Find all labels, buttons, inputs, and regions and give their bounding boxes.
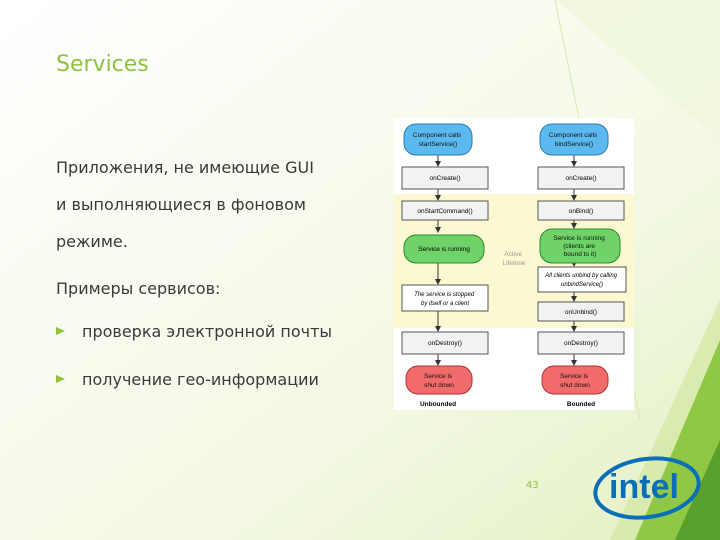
on-start-command-node bbox=[401, 200, 489, 221]
svg-text:Component calls bindServic: Component calls bindService() bbox=[549, 132, 599, 148]
svg-text:Service is running (client: Service is running (clients are bound to… bbox=[553, 235, 606, 258]
shut-down-line-2-unbounded: shut down bbox=[424, 382, 454, 389]
start-service-node bbox=[403, 123, 473, 156]
service-stopped-line-2: by itself or a client bbox=[421, 301, 469, 307]
unbind-all-node bbox=[537, 266, 627, 293]
svg-text:All clients unbind by calling: All clients unbind by calling unbindServ… bbox=[544, 273, 618, 288]
flow-arrows bbox=[435, 155, 577, 366]
unbounded-label: Unbounded bbox=[420, 401, 456, 408]
on-destroy-node-bounded bbox=[537, 331, 625, 355]
svg-text:Active Lifetime: Active Lifetime bbox=[503, 251, 526, 267]
on-unbind-node bbox=[537, 301, 625, 322]
service-running-line-3-bounded: bound to it) bbox=[564, 251, 597, 258]
svg-text:Component calls startServi: Component calls startService() bbox=[413, 132, 463, 148]
shut-down-line-1-unbounded: Service is bbox=[424, 373, 453, 380]
bullet-text: проверка электронной почты bbox=[82, 322, 333, 341]
unbind-all-line-1: All clients unbind by calling bbox=[544, 273, 617, 279]
service-running-node-unbounded bbox=[403, 234, 485, 264]
intel-logo: intel bbox=[593, 456, 701, 520]
bind-service-node bbox=[539, 123, 609, 156]
on-bind-label: onBind() bbox=[569, 208, 594, 215]
active-lifetime-line-2: Lifetime bbox=[503, 260, 526, 267]
service-lifecycle-diagram: Component calls startService() onCreate(… bbox=[394, 118, 634, 410]
on-destroy-label-bounded: onDestroy() bbox=[564, 340, 598, 347]
bind-service-line-2: bindService() bbox=[555, 141, 593, 148]
shut-down-node-unbounded bbox=[405, 365, 473, 395]
shut-down-line-1-bounded: Service is bbox=[560, 373, 589, 380]
on-create-label-bounded: onCreate() bbox=[565, 175, 596, 182]
body-line-3: режиме. bbox=[56, 232, 128, 251]
shut-down-node-bounded bbox=[541, 365, 609, 395]
service-running-line-2-bounded: (clients are bbox=[563, 243, 595, 250]
on-destroy-node-unbounded bbox=[401, 331, 489, 355]
bounded-label: Bounded bbox=[567, 401, 595, 408]
svg-text:The service is stopped by: The service is stopped by itself or a cl… bbox=[414, 292, 476, 307]
service-stopped-node bbox=[401, 284, 489, 312]
svg-text:Service is shut down: Service is shut down bbox=[560, 373, 590, 389]
service-running-line-1-bounded: Service is running bbox=[553, 235, 605, 242]
bg-shape-4 bbox=[555, 0, 720, 140]
svg-text:Service is shut down: Service is shut down bbox=[424, 373, 454, 389]
on-destroy-label-unbounded: onDestroy() bbox=[428, 340, 462, 347]
on-create-node-unbounded bbox=[401, 166, 489, 190]
bullet-arrow-icon bbox=[56, 375, 65, 383]
body-line-2: и выполняющиеся в фоновом bbox=[56, 195, 306, 214]
on-create-node-bounded bbox=[537, 166, 625, 190]
page-title: Services bbox=[56, 52, 149, 77]
on-create-label-unbounded: onCreate() bbox=[429, 175, 460, 182]
body-line-4: Примеры сервисов: bbox=[56, 279, 221, 298]
body-line-1: Приложения, не имеющие GUI bbox=[56, 158, 314, 177]
active-lifetime-line-1: Active bbox=[504, 251, 522, 258]
service-running-label-unbounded: Service is running bbox=[418, 246, 470, 253]
shut-down-line-2-bounded: shut down bbox=[560, 382, 590, 389]
service-stopped-line-1: The service is stopped bbox=[414, 292, 475, 298]
on-unbind-label: onUnbind() bbox=[565, 309, 597, 316]
page-number: 43 bbox=[526, 480, 539, 491]
start-service-line-2: startService() bbox=[419, 141, 458, 148]
on-bind-node bbox=[537, 200, 625, 221]
bullet-text: получение гео-информации bbox=[82, 370, 319, 389]
service-running-node-bounded bbox=[539, 228, 621, 264]
start-service-line-1: Component calls bbox=[413, 132, 462, 139]
bind-service-line-1: Component calls bbox=[549, 132, 598, 139]
on-start-command-label: onStartCommand() bbox=[417, 208, 472, 215]
unbind-all-line-2: unbindService() bbox=[561, 282, 603, 288]
intel-logo-text: intel bbox=[609, 468, 679, 506]
bullet-arrow-icon bbox=[56, 327, 65, 335]
